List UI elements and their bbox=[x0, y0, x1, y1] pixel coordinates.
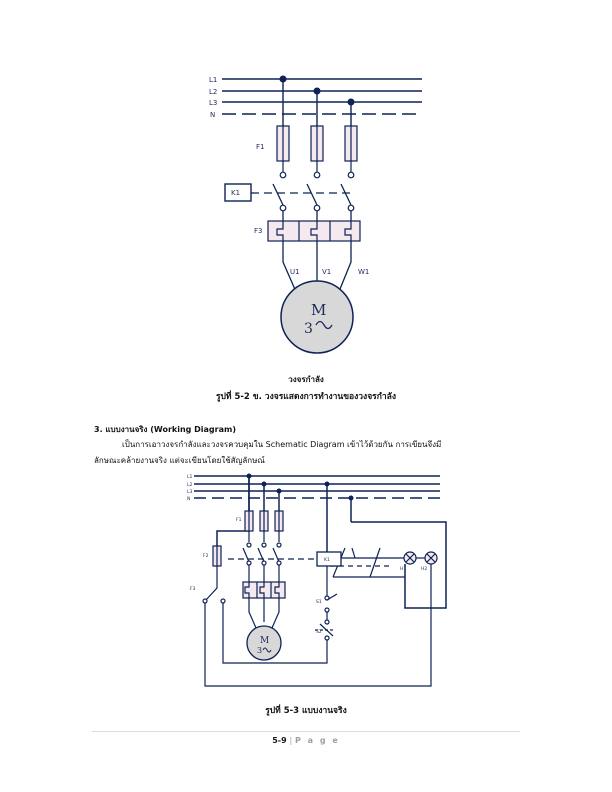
fig2-bus-label-n: N bbox=[187, 496, 190, 502]
fig2-label-f3: F3 bbox=[190, 586, 196, 592]
fig2-label-h1: H1 bbox=[400, 566, 406, 572]
motor-label-phase: 3 bbox=[304, 321, 313, 337]
overload-relay-f3 bbox=[267, 220, 361, 242]
fig2-label-f1: F1 bbox=[236, 517, 242, 523]
paragraph-line-2: ลักษณะคล้ายงานจริง แต่จะเขียนโดยใช้สัญลั… bbox=[94, 456, 265, 465]
figure-caption-5-2: รูปที่ 5-2 ข. วงจรแสดงการทำงานของวงจรกำล… bbox=[215, 392, 397, 402]
figure-caption-5-3: รูปที่ 5-3 แบบงานจริง bbox=[265, 706, 347, 716]
page-number: 5-9 bbox=[272, 736, 287, 745]
tilde-icon bbox=[315, 320, 333, 330]
terminal-w1: W1 bbox=[358, 268, 369, 276]
working-diagram: L1 L2 L3 N F1 F2 K1 F3 S1 S2 H1 H2 M 3 bbox=[187, 473, 447, 687]
fig2-label-f2: F2 bbox=[203, 553, 209, 559]
motor-symbol-fig2 bbox=[246, 625, 282, 661]
overload-label: F3 bbox=[254, 227, 262, 235]
fig2-bus-label-l1: L1 bbox=[187, 474, 193, 480]
lamp-h1 bbox=[403, 551, 417, 565]
fuse-f1-group bbox=[276, 125, 358, 172]
power-circuit-diagram: L1 L2 L3 N F1 K1 F3 U1 V1 W1 M 3 bbox=[209, 75, 422, 354]
fig2-label-s2: S2 bbox=[316, 629, 322, 635]
page-word: P a g e bbox=[294, 736, 340, 745]
overload-block-fig2 bbox=[242, 581, 286, 599]
bus-label-l2: L2 bbox=[209, 88, 217, 96]
footer-divider bbox=[92, 731, 520, 732]
bus-label-l1: L1 bbox=[209, 76, 217, 84]
fig2-motor-label-m: M bbox=[260, 636, 269, 646]
section-heading: 3. แบบงานจริง (Working Diagram) bbox=[94, 425, 236, 434]
fig2-bus-label-l2: L2 bbox=[187, 482, 193, 488]
terminal-u1: U1 bbox=[290, 268, 300, 276]
bus-label-n: N bbox=[210, 111, 215, 119]
fig2-label-s1: S1 bbox=[316, 599, 322, 605]
contactor-coil-k1-fig2 bbox=[316, 551, 342, 567]
figure-sublabel: วงจรกำลัง bbox=[288, 375, 324, 384]
tilde-icon bbox=[262, 647, 272, 653]
bus-label-l3: L3 bbox=[209, 99, 217, 107]
terminal-v1: V1 bbox=[322, 268, 331, 276]
fig2-label-k1: K1 bbox=[324, 557, 330, 563]
fig2-motor-label-phase: 3 bbox=[257, 646, 262, 655]
motor-label-m: M bbox=[311, 301, 326, 319]
motor-symbol bbox=[280, 280, 354, 354]
contactor-label: K1 bbox=[231, 189, 240, 197]
fig2-label-h2: H2 bbox=[421, 566, 427, 572]
footer-separator: | bbox=[289, 736, 293, 745]
fig2-bus-label-l3: L3 bbox=[187, 489, 193, 495]
lamp-h2 bbox=[424, 551, 438, 565]
contactor-coil-k1 bbox=[224, 183, 252, 202]
page-footer: 5-9 | P a g e bbox=[0, 736, 612, 745]
fuse-label: F1 bbox=[256, 143, 264, 151]
paragraph-line-1: เป็นการเอาวงจรกำลังและวงจรควบคุมใน Schem… bbox=[122, 440, 442, 449]
